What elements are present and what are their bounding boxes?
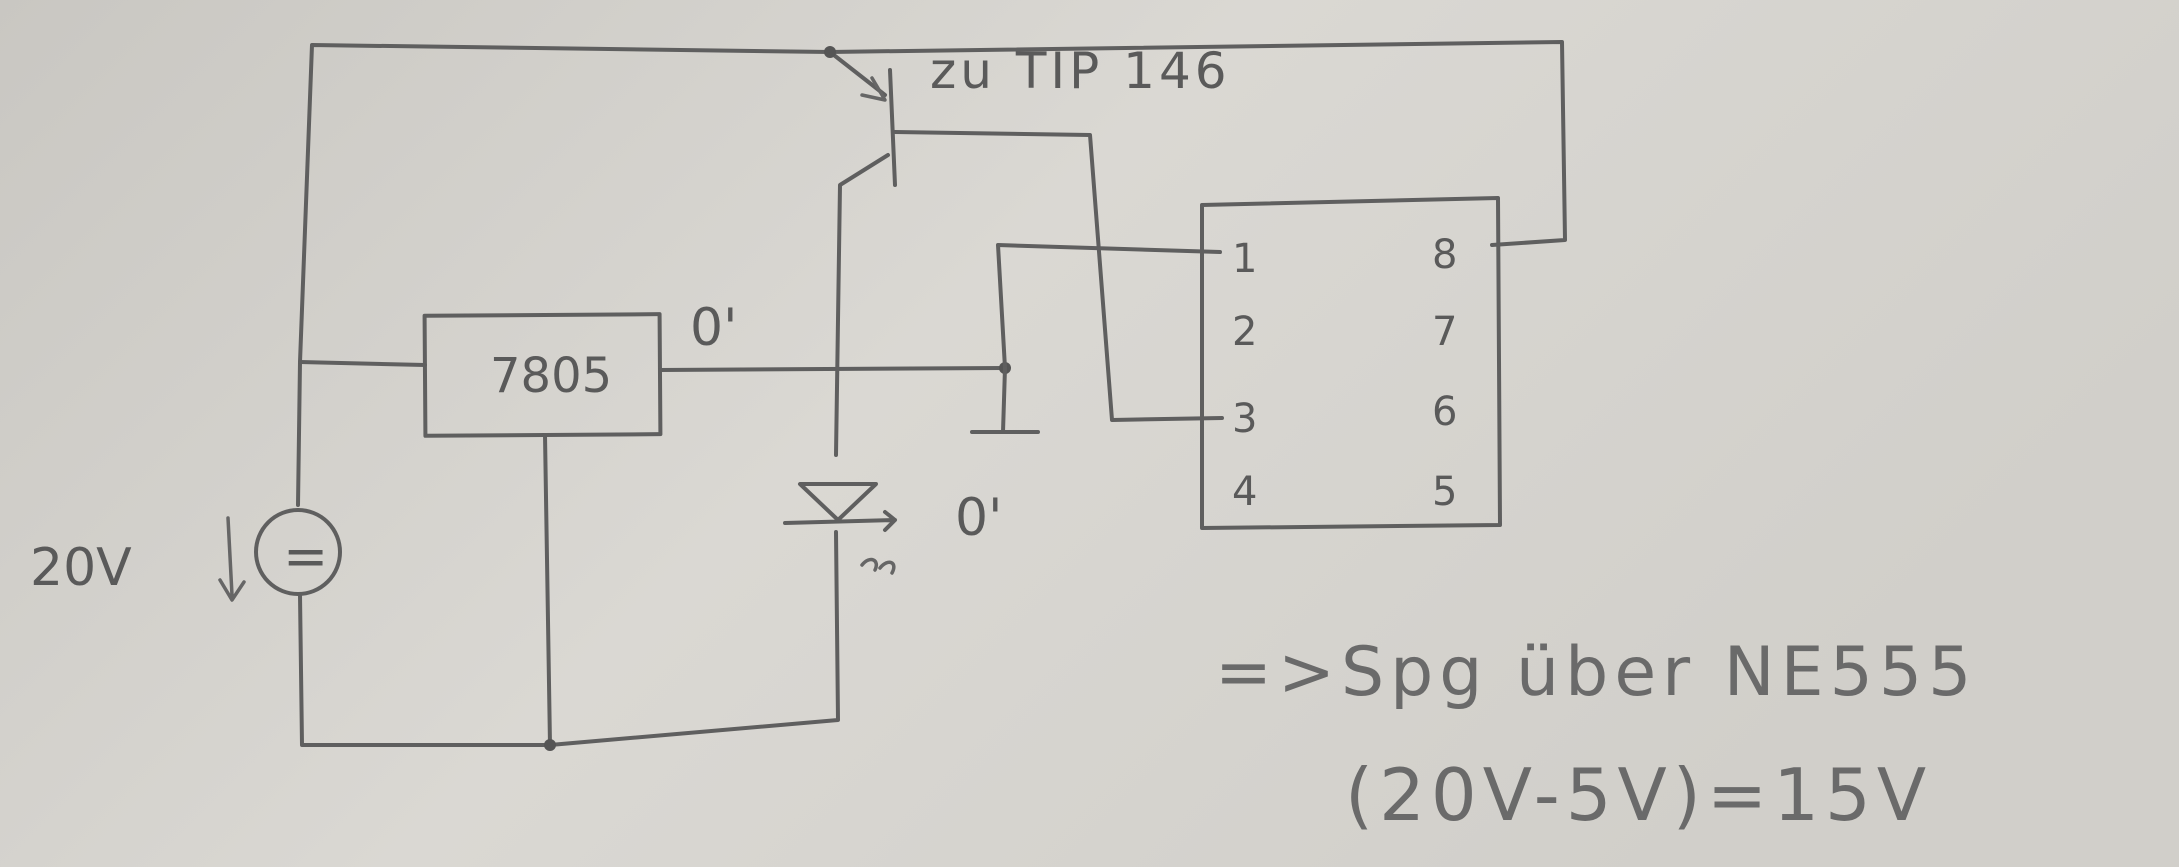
wire-node-to-pin1 bbox=[996, 243, 1222, 370]
wire-regulator-ground bbox=[543, 433, 552, 747]
transistor-emitter-arrow bbox=[860, 76, 887, 102]
top-junction bbox=[824, 46, 836, 58]
wire-base-to-pin3 bbox=[893, 130, 1224, 422]
voltage-source-symbol bbox=[254, 508, 342, 596]
source-voltage-label: 20V bbox=[30, 538, 132, 598]
wire-regulator-output bbox=[658, 366, 1007, 372]
ic-pin-3: 3 bbox=[1232, 396, 1257, 442]
voltage-source-equals: = bbox=[283, 525, 328, 588]
regulator-label: 7805 bbox=[490, 348, 612, 404]
node-label-top: 0' bbox=[690, 298, 737, 358]
regulator-box bbox=[422, 312, 663, 438]
bottom-junction bbox=[544, 739, 556, 751]
zener-diode-mark bbox=[860, 557, 896, 575]
node-label-bottom: 0' bbox=[955, 488, 1002, 548]
ic-pin-1: 1 bbox=[1232, 236, 1257, 282]
ic-pin-6: 6 bbox=[1432, 389, 1457, 435]
ground-stub bbox=[970, 366, 1040, 434]
wire-left-rail bbox=[296, 360, 302, 507]
ic-ne555-box bbox=[1200, 196, 1502, 530]
transistor-label: zu TIP 146 bbox=[930, 42, 1231, 100]
ic-pin-5: 5 bbox=[1432, 469, 1457, 515]
ic-pin-4: 4 bbox=[1232, 469, 1257, 515]
wire-left-to-regulator bbox=[298, 360, 427, 367]
ic-pin-7: 7 bbox=[1432, 309, 1457, 355]
ic-pin-2: 2 bbox=[1232, 309, 1257, 355]
transistor-base-bar bbox=[888, 68, 897, 187]
wire-top-rail bbox=[298, 40, 1567, 364]
ic-pin-8: 8 bbox=[1432, 232, 1457, 278]
note-line-1: =>Spg über NE555 bbox=[1215, 633, 1977, 712]
note-line-2: (20V-5V)=15V bbox=[1345, 753, 1932, 837]
zener-diode-symbol bbox=[783, 482, 897, 532]
transistor-collector bbox=[834, 153, 890, 457]
source-arrow bbox=[218, 516, 246, 602]
